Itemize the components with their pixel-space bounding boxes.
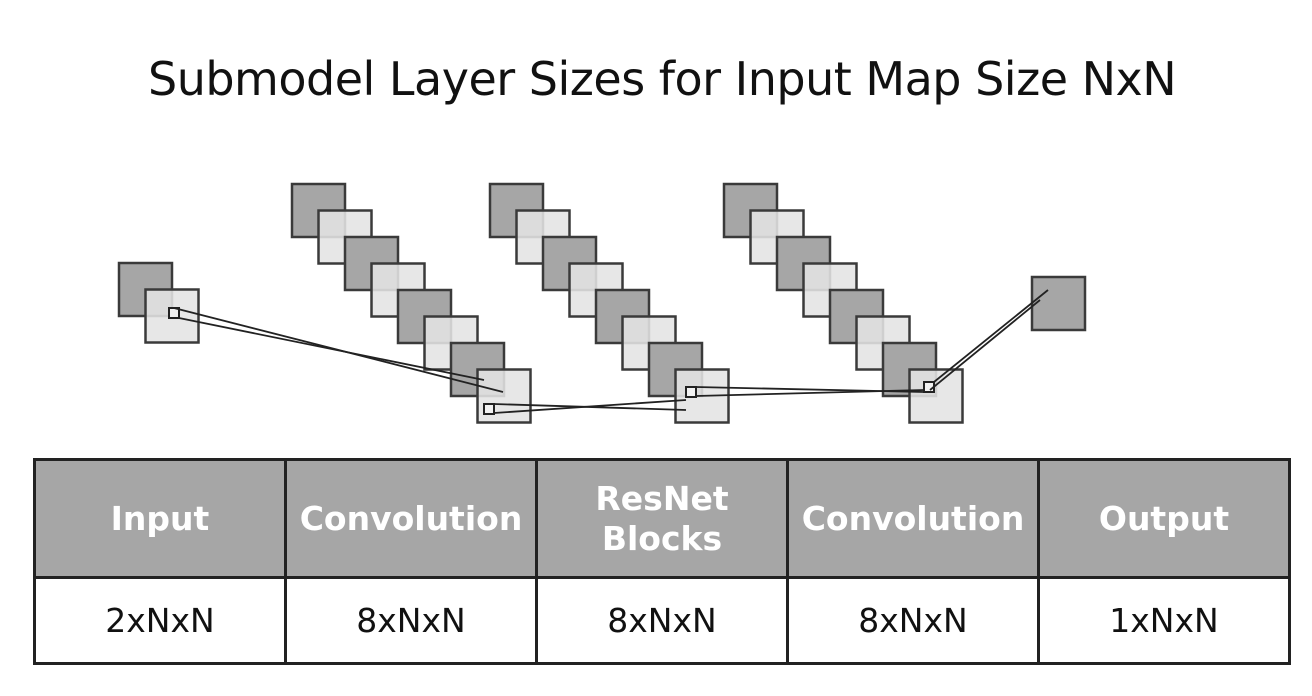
header-output: Output (1037, 458, 1291, 579)
convolution-2-layer-8 (908, 368, 964, 424)
output-layer-1 (1030, 275, 1087, 332)
connector-line-7 (933, 289, 1049, 383)
size-convolution: 8xNxN (284, 576, 538, 665)
size-input: 2xNxN (33, 576, 287, 665)
table-size-row: 2xNxN 8xNxN 8xNxN 8xNxN 1xNxN (33, 576, 1291, 665)
header-resnet-blocks-label: ResNet Blocks (595, 478, 729, 558)
size-output: 1xNxN (1037, 576, 1291, 665)
connector-line-6 (695, 389, 925, 397)
size-convolution-2: 8xNxN (786, 576, 1040, 665)
connector-line-8 (929, 299, 1041, 391)
header-convolution: Convolution (284, 458, 538, 579)
connector-line-4 (493, 399, 687, 414)
header-input: Input (33, 458, 287, 579)
layer-size-table: Input Convolution ResNet Blocks Convolut… (33, 458, 1291, 665)
table-header-row: Input Convolution ResNet Blocks Convolut… (33, 458, 1291, 579)
size-resnet-blocks: 8xNxN (535, 576, 789, 665)
kernel-marker-2 (483, 403, 495, 415)
diagram-title: Submodel Layer Sizes for Input Map Size … (148, 52, 1177, 106)
header-resnet-blocks: ResNet Blocks (535, 458, 789, 579)
kernel-marker-3 (685, 386, 697, 398)
header-convolution-2: Convolution (786, 458, 1040, 579)
connector-line-2 (178, 317, 485, 381)
